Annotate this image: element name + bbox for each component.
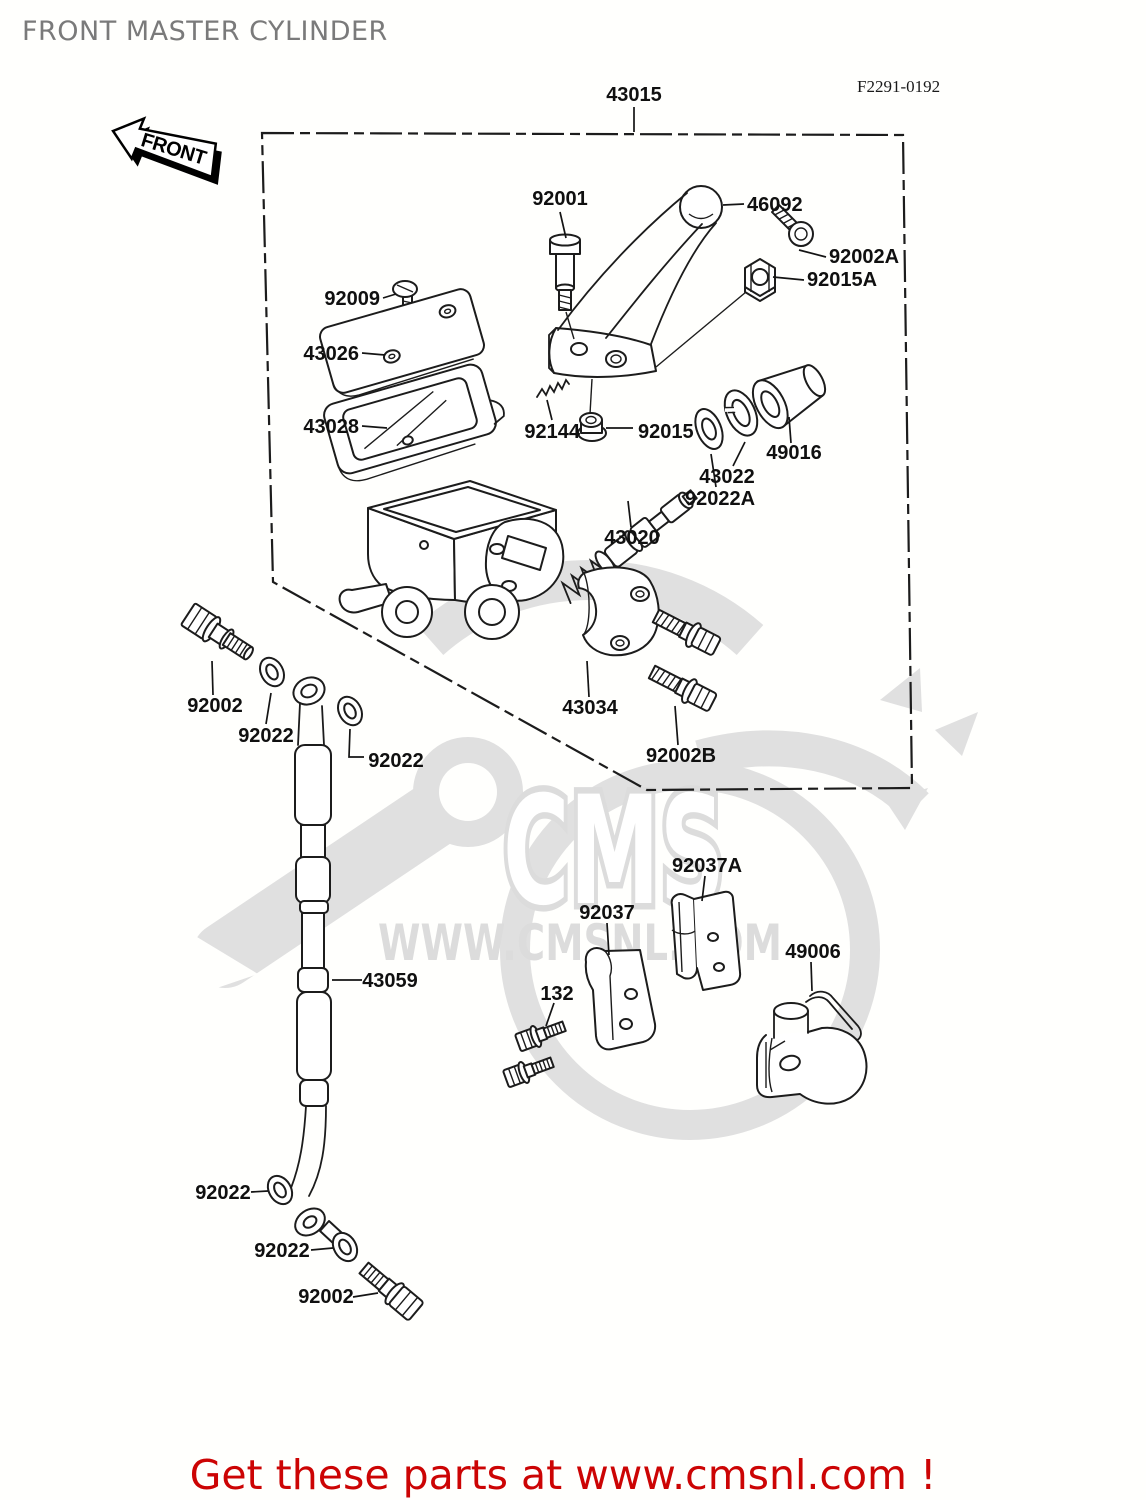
part-nut-92015a (744, 258, 776, 302)
label-43020: 43020 (604, 527, 660, 549)
leader-lines (211, 107, 827, 1298)
fiche-code: F2291-0192 (857, 77, 940, 96)
watermark-chevron-3 (885, 788, 928, 830)
part-bolt-132-1 (514, 1020, 567, 1052)
part-ring-43022 (723, 389, 759, 437)
label-92009: 92009 (324, 288, 380, 310)
watermark-chevron-2 (935, 712, 978, 756)
label-92037: 92037 (579, 902, 635, 924)
footer-promo-text: Get these parts at www.cmsnl.com ! (190, 1451, 937, 1499)
part-bolt-92002b-1 (651, 608, 722, 656)
label-92015: 92015 (638, 421, 694, 443)
label-92002a: 92002A (829, 246, 899, 268)
part-holder-49006 (756, 990, 868, 1105)
part-bracket-92037a (670, 890, 742, 991)
label-43015: 43015 (606, 84, 662, 106)
label-92037a: 92037A (672, 855, 742, 877)
label-132: 132 (540, 983, 573, 1005)
part-bolt-92002b-2 (647, 664, 718, 712)
part-banjo-bolt-92002-bottom (358, 1261, 424, 1321)
label-49016: 49016 (766, 442, 822, 464)
part-washer-92022-2 (337, 695, 363, 727)
part-washer-92022-1 (259, 656, 285, 688)
label-92002b: 92002B (646, 745, 716, 767)
part-reservoir-cap-43026 (319, 288, 485, 397)
label-92001: 92001 (532, 188, 588, 210)
watermark-chevron-1 (880, 668, 922, 712)
part-screw-92002a (771, 204, 814, 247)
label-43059: 43059 (362, 970, 418, 992)
label-92022-3: 92022 (195, 1182, 251, 1204)
page-title: FRONT MASTER CYLINDER (22, 16, 388, 47)
watermark-wrench-hole (439, 763, 497, 821)
watermark-ring (500, 760, 880, 1140)
label-92144: 92144 (524, 421, 580, 443)
part-washer-92022-3 (266, 1174, 294, 1206)
part-nut-92015 (577, 412, 607, 442)
label-92022-1: 92022 (238, 725, 294, 747)
part-clamp-43034 (577, 566, 660, 657)
label-92015a: 92015A (807, 269, 877, 291)
part-dust-cover-49016 (751, 364, 827, 430)
part-pivot-bolt-92001 (549, 233, 581, 311)
watermark-wrench-jaw (176, 934, 258, 1002)
part-labels: 43015 92001 46092 92002A 92015A 92009 43… (187, 84, 899, 1308)
part-banjo-bolt-92002-left (180, 602, 254, 661)
label-49006: 49006 (785, 941, 841, 963)
front-arrow-shape (111, 116, 218, 179)
part-diaphragm-plate-43028 (323, 363, 505, 482)
part-brake-hose-43059 (290, 676, 343, 1245)
part-bracket-92037 (584, 947, 657, 1051)
part-bolt-132-2 (502, 1056, 555, 1088)
assembly-boundary-box (260, 131, 914, 792)
label-43022: 43022 (699, 466, 755, 488)
label-92002-left: 92002 (187, 695, 243, 717)
part-washer-92022a (694, 408, 724, 450)
label-46092: 46092 (747, 194, 803, 216)
label-43028: 43028 (303, 416, 359, 438)
label-43026: 43026 (303, 343, 359, 365)
part-master-cylinder-body (338, 480, 565, 640)
front-direction-arrow: FRONT (111, 116, 222, 185)
part-washer-92022-4 (331, 1231, 359, 1263)
label-92022-4: 92022 (254, 1240, 310, 1262)
label-92022a: 92022A (685, 488, 755, 510)
part-piston-set-43020 (560, 489, 698, 605)
assembly-lines (565, 291, 747, 415)
label-43034: 43034 (562, 697, 618, 719)
label-92002-bottom: 92002 (298, 1286, 354, 1308)
part-brake-lever-46092 (548, 185, 723, 378)
label-92022-2: 92022 (368, 750, 424, 772)
part-spring-92144 (536, 378, 570, 398)
